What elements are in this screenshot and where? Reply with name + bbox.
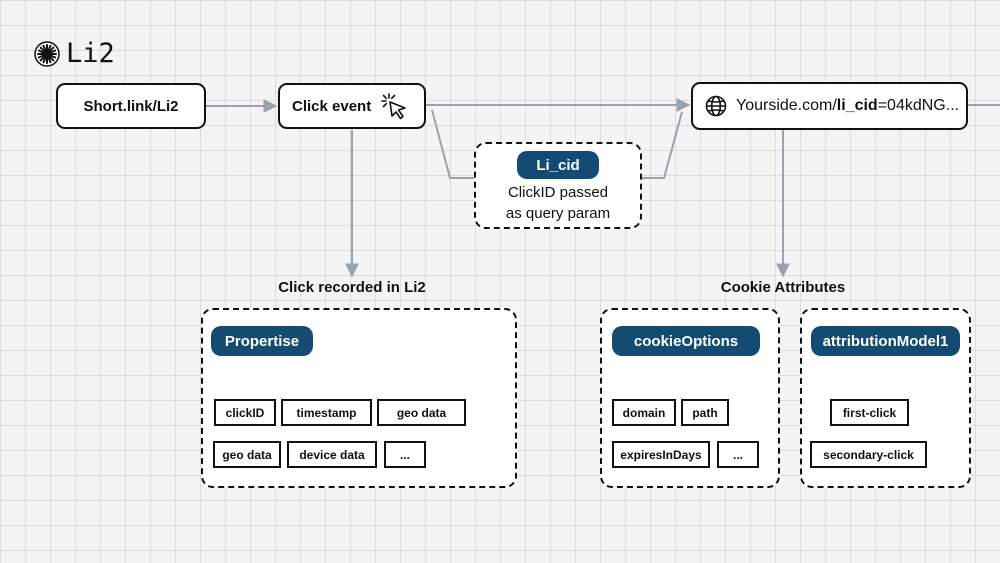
- url-param: li_cid: [836, 97, 878, 114]
- click-event-label: Click event: [292, 97, 372, 115]
- chip-geo-data: geo data: [377, 399, 466, 426]
- chip-domain: domain: [612, 399, 676, 426]
- logo-text: Li2: [66, 38, 115, 69]
- chip-first-click: first-click: [830, 399, 909, 426]
- click-event-node[interactable]: Click event: [278, 83, 426, 129]
- brand-logo: Li2: [34, 38, 115, 69]
- li-cid-desc-line1: ClickID passed: [507, 184, 609, 201]
- branch-li-cid-right: [640, 111, 683, 179]
- chip-more: ...: [717, 441, 759, 468]
- url-suffix: =04kdNG...: [877, 97, 960, 114]
- li-cid-desc-line2: as query param: [505, 205, 611, 222]
- cursor-click-icon: [381, 93, 407, 120]
- short-link-label: Short.link/Li2: [83, 97, 179, 115]
- li-cid-box: Li_cid ClickID passed as query param: [474, 142, 642, 229]
- attribution-model-box: attributionModel1 first-click secondary-…: [800, 308, 971, 488]
- click-recorded-box: Propertise clickID timestamp geo data ge…: [201, 308, 517, 488]
- cookie-options-pill: cookieOptions: [612, 326, 760, 356]
- branch-li-cid-left: [431, 109, 476, 179]
- chip-secondary-click: secondary-click: [810, 441, 927, 468]
- cookie-attributes-title: Cookie Attributes: [720, 279, 846, 296]
- destination-url: Yourside.com/li_cid=04kdNG...: [736, 97, 959, 115]
- chip-more: ...: [384, 441, 426, 468]
- propertise-pill: Propertise: [211, 326, 313, 356]
- chip-path: path: [681, 399, 729, 426]
- li-cid-pill: Li_cid: [517, 151, 599, 179]
- cookie-options-box: cookieOptions domain path expiresInDays …: [600, 308, 780, 488]
- url-prefix: Yourside.com/: [736, 97, 837, 114]
- chip-device-data: device data: [287, 441, 377, 468]
- short-link-node[interactable]: Short.link/Li2: [56, 83, 206, 129]
- chip-geo-data-2: geo data: [213, 441, 281, 468]
- chip-click-id: clickID: [214, 399, 276, 426]
- click-recorded-title: Click recorded in Li2: [278, 279, 426, 296]
- globe-icon: [705, 95, 727, 117]
- chip-timestamp: timestamp: [281, 399, 372, 426]
- li-cid-description: ClickID passed as query param: [476, 182, 640, 224]
- starburst-icon: [34, 40, 60, 67]
- attribution-model-pill: attributionModel1: [811, 326, 960, 356]
- destination-url-node[interactable]: Yourside.com/li_cid=04kdNG...: [691, 82, 968, 130]
- chip-expires-in-days: expiresInDays: [612, 441, 710, 468]
